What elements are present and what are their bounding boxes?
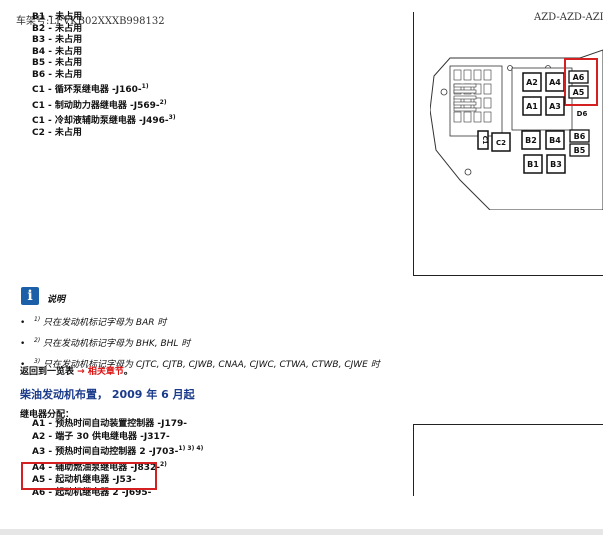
relay-label: B3 bbox=[550, 160, 562, 169]
list-item: B5 - 未占用 bbox=[32, 58, 83, 68]
list-item: C2 - 未占用 bbox=[32, 127, 82, 138]
list-item: B1 - 未占用 bbox=[32, 12, 83, 22]
note-list: •1) 只在发动机标记字母为 BAR 时 •2) 只在发动机标记字母为 BHK,… bbox=[20, 311, 380, 374]
relay-label: A1 bbox=[526, 102, 538, 111]
section-title: 柴油发动机布置， 2009 年 6 月起 bbox=[20, 388, 195, 401]
relay-label: C2 bbox=[496, 139, 506, 147]
relay-list-bottom: A1 - 预热时间自动装置控制器 -J179- A2 - 端子 30 供电继电器… bbox=[32, 418, 203, 499]
vin-header: 车架号:LFVKB02XXXB998132 bbox=[16, 16, 165, 27]
back-to-overview: 返回到一览表 → 相关章节。 bbox=[20, 367, 133, 377]
list-item: A1 - 预热时间自动装置控制器 -J179- bbox=[32, 419, 187, 429]
relay-label: A5 bbox=[573, 88, 585, 97]
diagram2-frame-left bbox=[413, 424, 414, 496]
relay-label: B6 bbox=[574, 132, 586, 141]
relay-label: A2 bbox=[526, 78, 538, 87]
list-item: A2 - 端子 30 供电继电器 -J317- bbox=[32, 431, 170, 442]
relay-label: B1 bbox=[527, 160, 539, 169]
list-item: B6 - 未占用 bbox=[32, 69, 83, 80]
diagram-frame-bottom bbox=[413, 275, 603, 276]
relay-label: A4 bbox=[549, 78, 561, 87]
note-title: 说明 bbox=[47, 295, 66, 305]
relay-list-top: B1 - 未占用 B2 - 未占用 B3 - 未占用 B4 - 未占用 B5 -… bbox=[32, 12, 176, 139]
list-item: A3 - 预热时间自动控制器 2 -J703-1) 3) 4) bbox=[32, 445, 204, 457]
footer-bar bbox=[0, 529, 603, 535]
relay-label: A3 bbox=[549, 102, 561, 111]
relay-label: D6 bbox=[577, 110, 588, 118]
relay-label: C1 bbox=[481, 136, 488, 145]
relay-label: B2 bbox=[525, 136, 537, 145]
list-item: •1) 只在发动机标记字母为 BAR 时 bbox=[20, 316, 167, 328]
list-item: C1 - 制动助力器继电器 -J569-2) bbox=[32, 98, 167, 111]
list-item: •3) 只在发动机标记字母为 CJTC, CJTB, CJWB, CNAA, C… bbox=[20, 358, 380, 370]
info-icon: i bbox=[21, 287, 39, 305]
list-item: A5 - 起动机继电器 -J53- bbox=[32, 475, 136, 485]
list-item: C1 - 循环泵继电器 -J160-1) bbox=[32, 83, 149, 95]
engine-code-header: AZD-AZD-AZDMU bbox=[534, 12, 603, 23]
diagram-frame-left bbox=[413, 12, 414, 275]
list-item: B3 - 未占用 bbox=[32, 35, 83, 45]
list-item: C1 - 冷却液辅助泵继电器 -J496-3) bbox=[32, 114, 176, 126]
list-item: B4 - 未占用 bbox=[32, 46, 83, 57]
list-item: •2) 只在发动机标记字母为 BHK, BHL 时 bbox=[20, 337, 191, 349]
list-item: A4 - 辅助燃油泵继电器 -J832-2) bbox=[32, 460, 167, 473]
relay-assignment-label: 继电器分配： bbox=[20, 410, 75, 420]
related-chapter-link[interactable]: → 相关章节 bbox=[77, 367, 124, 377]
relay-label: A6 bbox=[573, 73, 585, 82]
relay-label: B5 bbox=[574, 146, 586, 155]
highlight-box bbox=[21, 462, 157, 490]
list-item: B2 - 未占用 bbox=[32, 23, 83, 34]
diagram2-frame-top bbox=[413, 424, 603, 425]
relay-carrier-diagram: A2 A4 A6 A5 A1 A3 D6 B2 B4 B6 B5 B1 B3 bbox=[430, 40, 603, 210]
relay-label: B4 bbox=[549, 136, 561, 145]
list-item: A6 - 起动机继电器 2 -J695- bbox=[32, 487, 152, 498]
